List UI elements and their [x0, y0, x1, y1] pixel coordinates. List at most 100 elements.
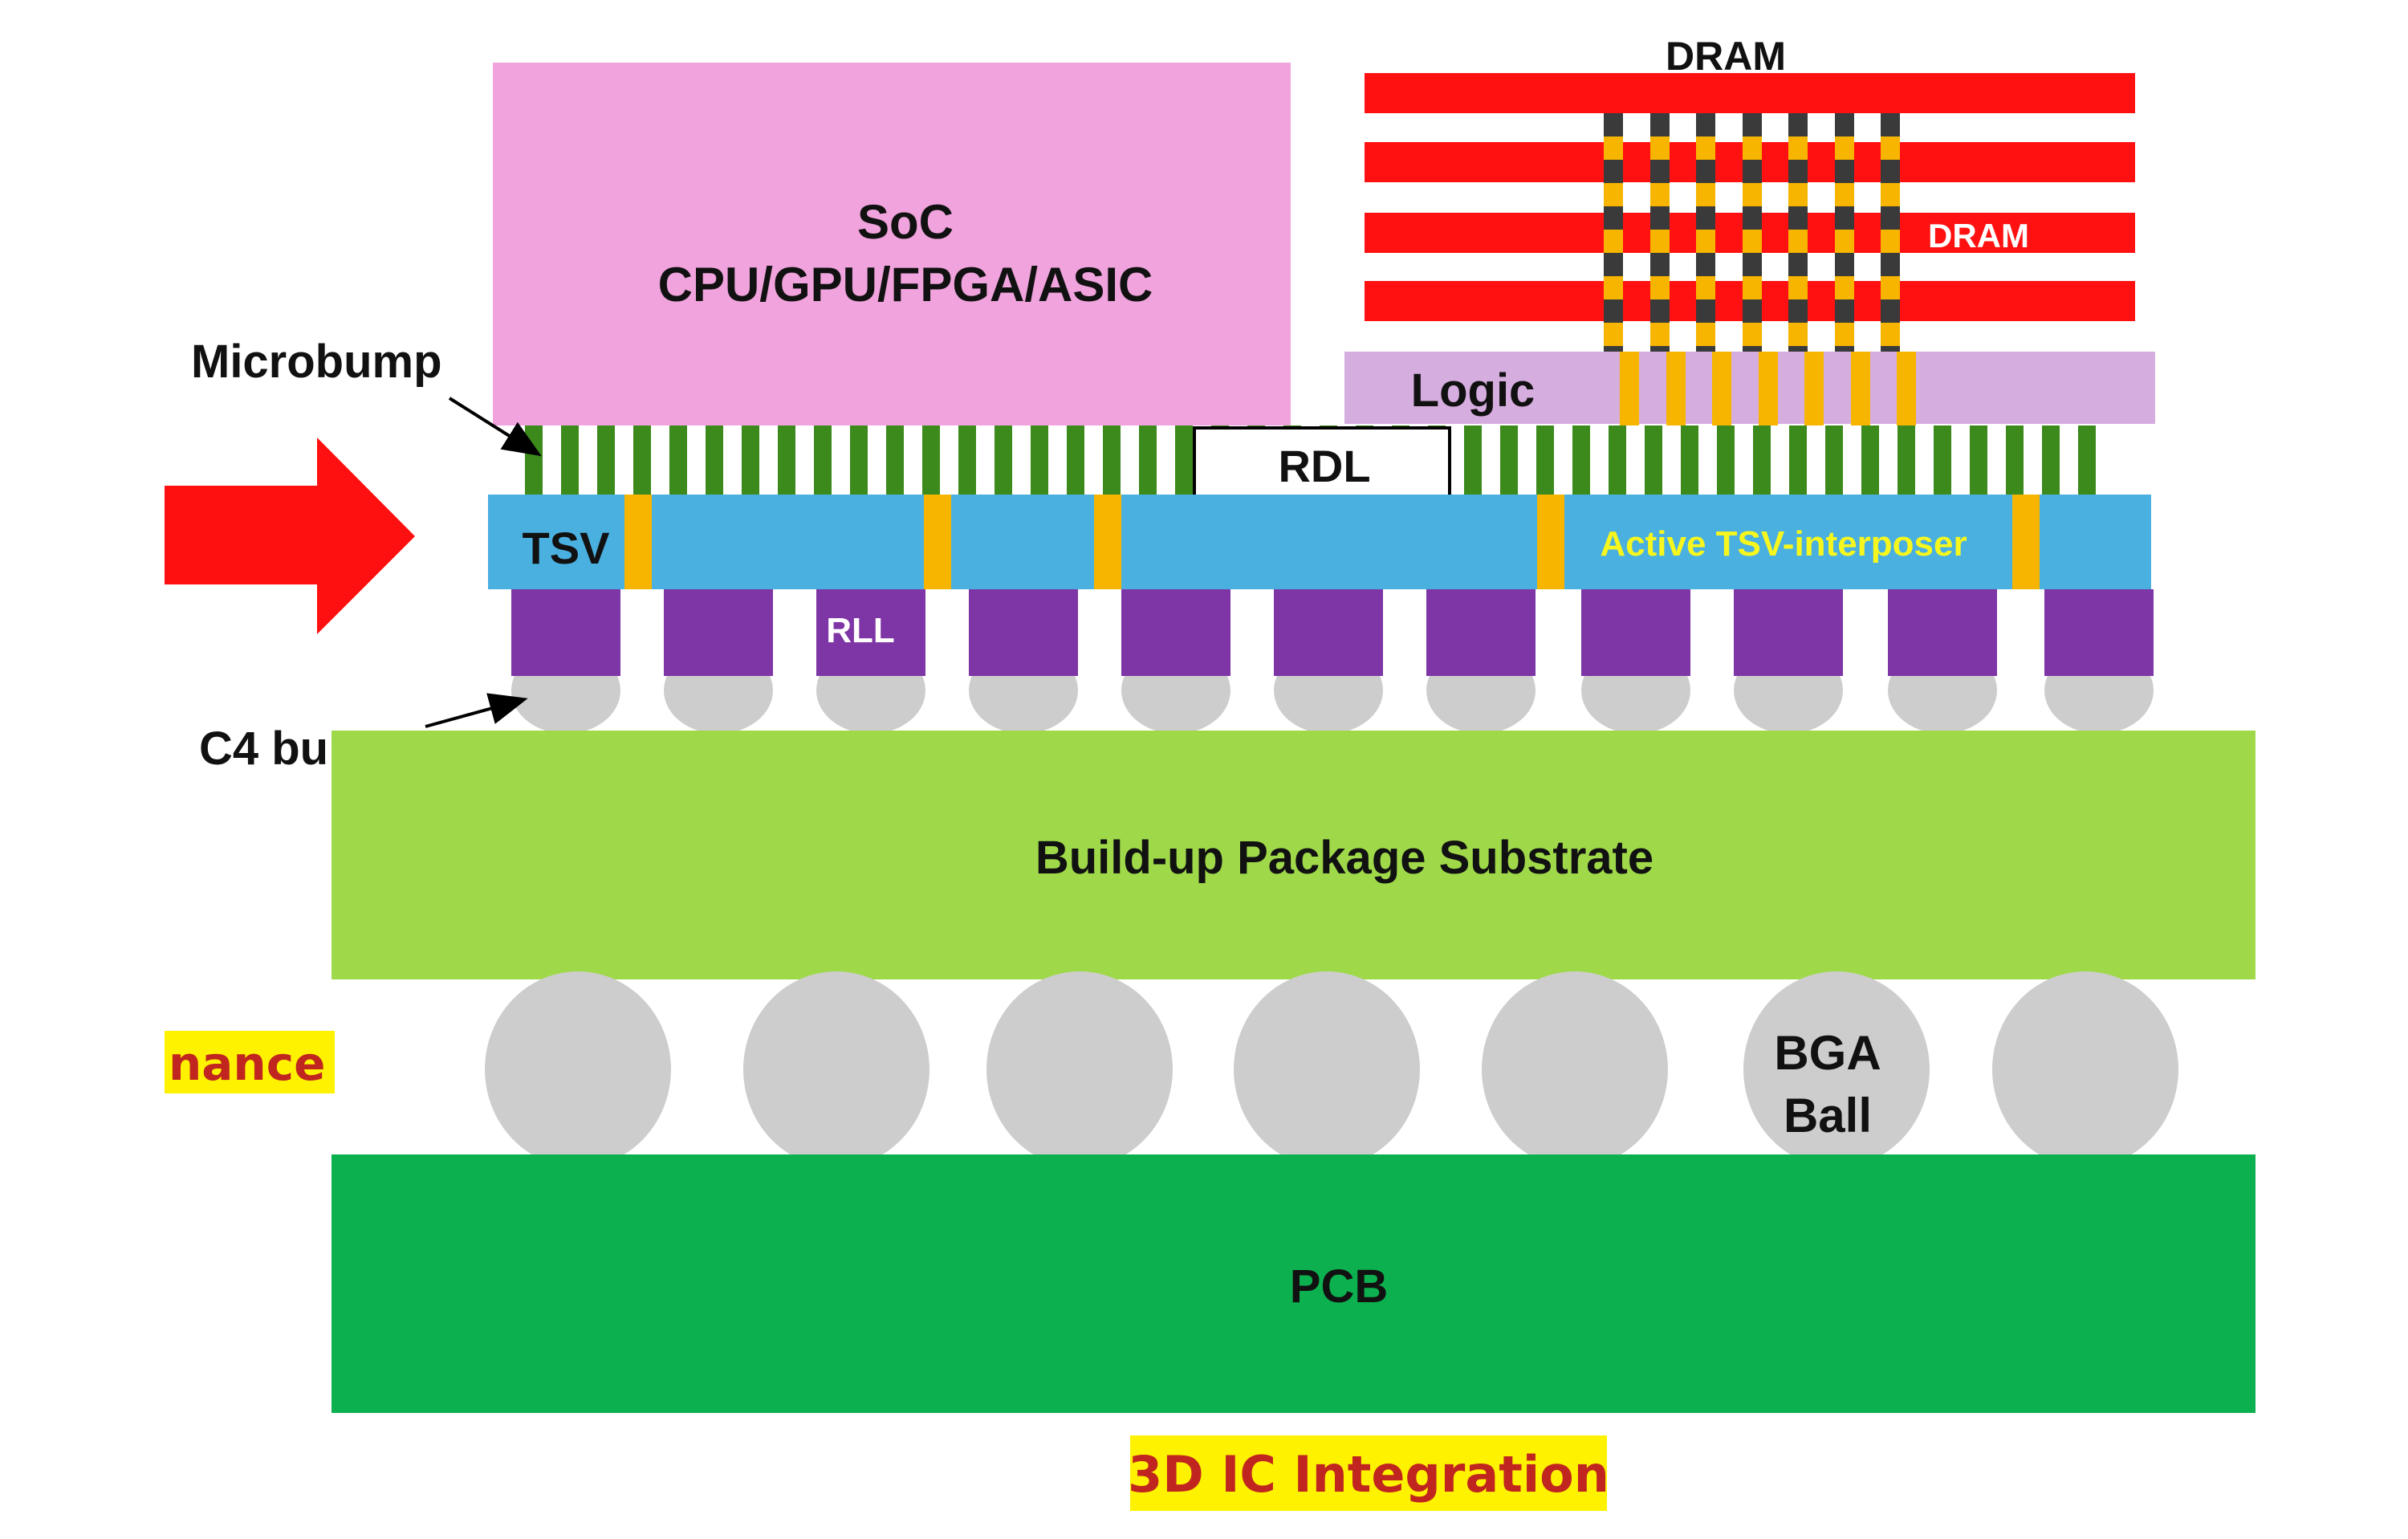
dram-tsv-segment	[1788, 253, 1808, 276]
dram-tsv-segment	[1743, 230, 1762, 253]
dram-tsv-segment	[1835, 323, 1854, 346]
rll-pad	[816, 589, 925, 676]
rll-pad	[1734, 589, 1843, 676]
pcb	[332, 1154, 2255, 1413]
dram-tsv-segment	[1835, 253, 1854, 276]
microbump	[1825, 425, 1843, 495]
microbump	[1717, 425, 1735, 495]
interposer-tsv	[624, 495, 652, 589]
microbump	[1753, 425, 1771, 495]
microbump	[597, 425, 615, 495]
dram-tsv-segment	[1743, 299, 1762, 323]
dram-tsv-segment	[1650, 323, 1670, 346]
rll-pad	[1581, 589, 1690, 676]
dram-tsv-segment	[1788, 136, 1808, 160]
dram-tsv-segment	[1604, 230, 1623, 253]
rll-pad	[969, 589, 1078, 676]
microbump	[1175, 425, 1193, 495]
tsv-interposer	[488, 495, 2151, 589]
dram-tsv-segment	[1788, 183, 1808, 206]
dram-tsv-segment	[1835, 206, 1854, 230]
microbump	[525, 425, 543, 495]
microbump	[778, 425, 795, 495]
dram-tsv-segment	[1650, 183, 1670, 206]
pointer-arrow	[165, 438, 415, 634]
dram-tsv-segment	[1788, 206, 1808, 230]
soc-label-line1: SoC	[857, 195, 954, 249]
dram-tsv-segment	[1835, 136, 1854, 160]
soc-label-line2: CPU/GPU/FPGA/ASIC	[658, 258, 1153, 311]
dram-tsv-segment	[1881, 230, 1900, 253]
logic-tsv-columns	[1620, 352, 1916, 425]
dram-tsv-segment	[1696, 253, 1715, 276]
dram-tsv-segment	[1650, 206, 1670, 230]
c4-bump-row	[511, 589, 2154, 734]
tsv-label: TSV	[523, 523, 610, 573]
dram-tsv-segment	[1696, 183, 1715, 206]
microbump	[1609, 425, 1626, 495]
dram-tsv-segment	[1604, 113, 1623, 136]
logic-label: Logic	[1411, 364, 1536, 417]
bga-ball-row	[485, 971, 2178, 1167]
microbump	[706, 425, 723, 495]
microbump	[1861, 425, 1879, 495]
microbump	[1789, 425, 1807, 495]
bga-ball	[1234, 971, 1420, 1167]
dram-tsv-segment	[1604, 253, 1623, 276]
dram-tsv-segment	[1788, 299, 1808, 323]
dram-top-label: DRAM	[1666, 34, 1786, 79]
logic-tsv	[1851, 352, 1870, 425]
bga-label-line2: Ball	[1784, 1089, 1872, 1142]
rll-pad	[2044, 589, 2154, 676]
dram-tsv-segment	[1788, 276, 1808, 299]
dram-tsv-segment	[1788, 160, 1808, 183]
caption: 3D IC Integration	[1128, 1445, 1609, 1504]
microbump	[1934, 425, 1951, 495]
dram-tsv-segment	[1881, 323, 1900, 346]
microbump	[1103, 425, 1121, 495]
microbump	[1970, 425, 1987, 495]
dram-tsv-segment	[1743, 253, 1762, 276]
dram-tsv-segment	[1881, 206, 1900, 230]
bga-ball	[986, 971, 1173, 1167]
dram-tsv-segment	[1696, 230, 1715, 253]
dram-tsv-segment	[1743, 276, 1762, 299]
microbump-pointer	[448, 397, 542, 457]
microbump	[886, 425, 904, 495]
soc-die	[493, 63, 1291, 425]
dram-tsv-segment	[1835, 113, 1854, 136]
microbump	[2006, 425, 2024, 495]
microbump	[633, 425, 651, 495]
microbump	[1572, 425, 1590, 495]
dram-tsv-segment	[1788, 113, 1808, 136]
rll-label: RLL	[826, 611, 895, 650]
dram-tsv-segment	[1788, 230, 1808, 253]
microbump-label: Microbump	[191, 336, 442, 388]
dram-tsv-segment	[1835, 160, 1854, 183]
dram-tsv-segment	[1835, 183, 1854, 206]
side-highlight-box	[165, 1031, 335, 1093]
interposer-tsv-row	[624, 495, 2040, 589]
dram-tsv-segment	[1835, 299, 1854, 323]
bga-ball	[1743, 971, 1930, 1167]
microbump	[561, 425, 579, 495]
dram-tsv-segment	[1696, 276, 1715, 299]
logic-tsv	[1759, 352, 1778, 425]
dram-tsv-segment	[1696, 323, 1715, 346]
microbump	[1464, 425, 1482, 495]
dram-tsv-segment	[1604, 323, 1623, 346]
logic-die	[1344, 352, 2155, 424]
dram-tsv-segment	[1696, 206, 1715, 230]
dram-side-label: DRAM	[1928, 217, 2029, 254]
substrate-label: Build-up Package Substrate	[1035, 832, 1653, 884]
bga-ball	[1482, 971, 1668, 1167]
logic-tsv	[1620, 352, 1639, 425]
dram-tsv-segment	[1604, 160, 1623, 183]
microbump	[1500, 425, 1518, 495]
interposer-tsv	[1537, 495, 1564, 589]
dram-tsv-segment	[1881, 253, 1900, 276]
logic-tsv	[1804, 352, 1824, 425]
microbump	[814, 425, 832, 495]
